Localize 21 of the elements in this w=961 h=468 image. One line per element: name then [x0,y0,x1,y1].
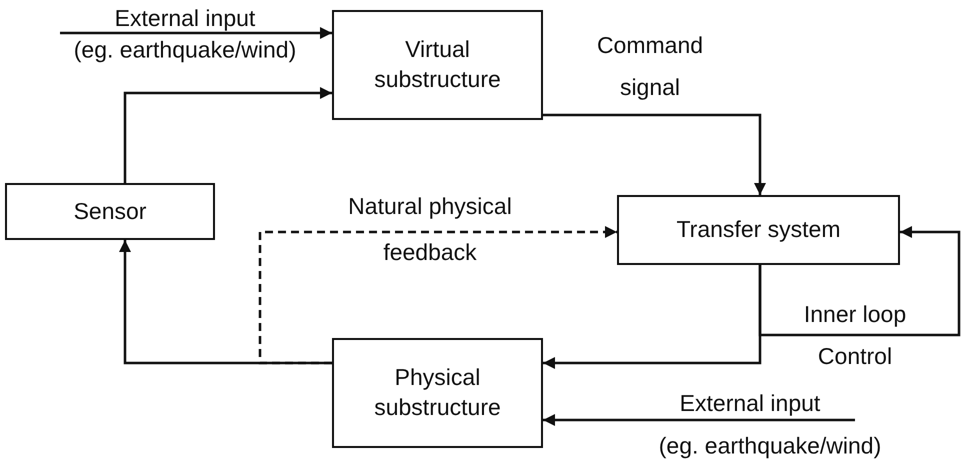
edge-label: Inner loop Control [802,300,908,371]
arrow [543,114,766,195]
node-label: Sensor [74,196,146,226]
arrow [543,414,855,426]
process-box [332,338,543,448]
edge-label: Command signal [596,31,704,102]
note-text: (eg. earthquake/wind) [658,432,882,460]
arrow [60,27,332,39]
node-label: Transfer system [676,215,840,244]
process-box [617,195,900,265]
arrow [758,226,960,336]
node-label: Virtual substructure [373,35,502,94]
dashed-arrow [258,226,617,364]
node-label: Physical substructure [373,363,502,422]
arrow [124,87,332,183]
process-box [332,10,543,120]
note-text: (eg. earthquake/wind) [74,36,296,64]
edge-label: External input [678,389,822,418]
edge-label: Natural physical feedback [347,192,513,267]
edge-label: External input [114,4,256,33]
process-box [5,183,215,240]
